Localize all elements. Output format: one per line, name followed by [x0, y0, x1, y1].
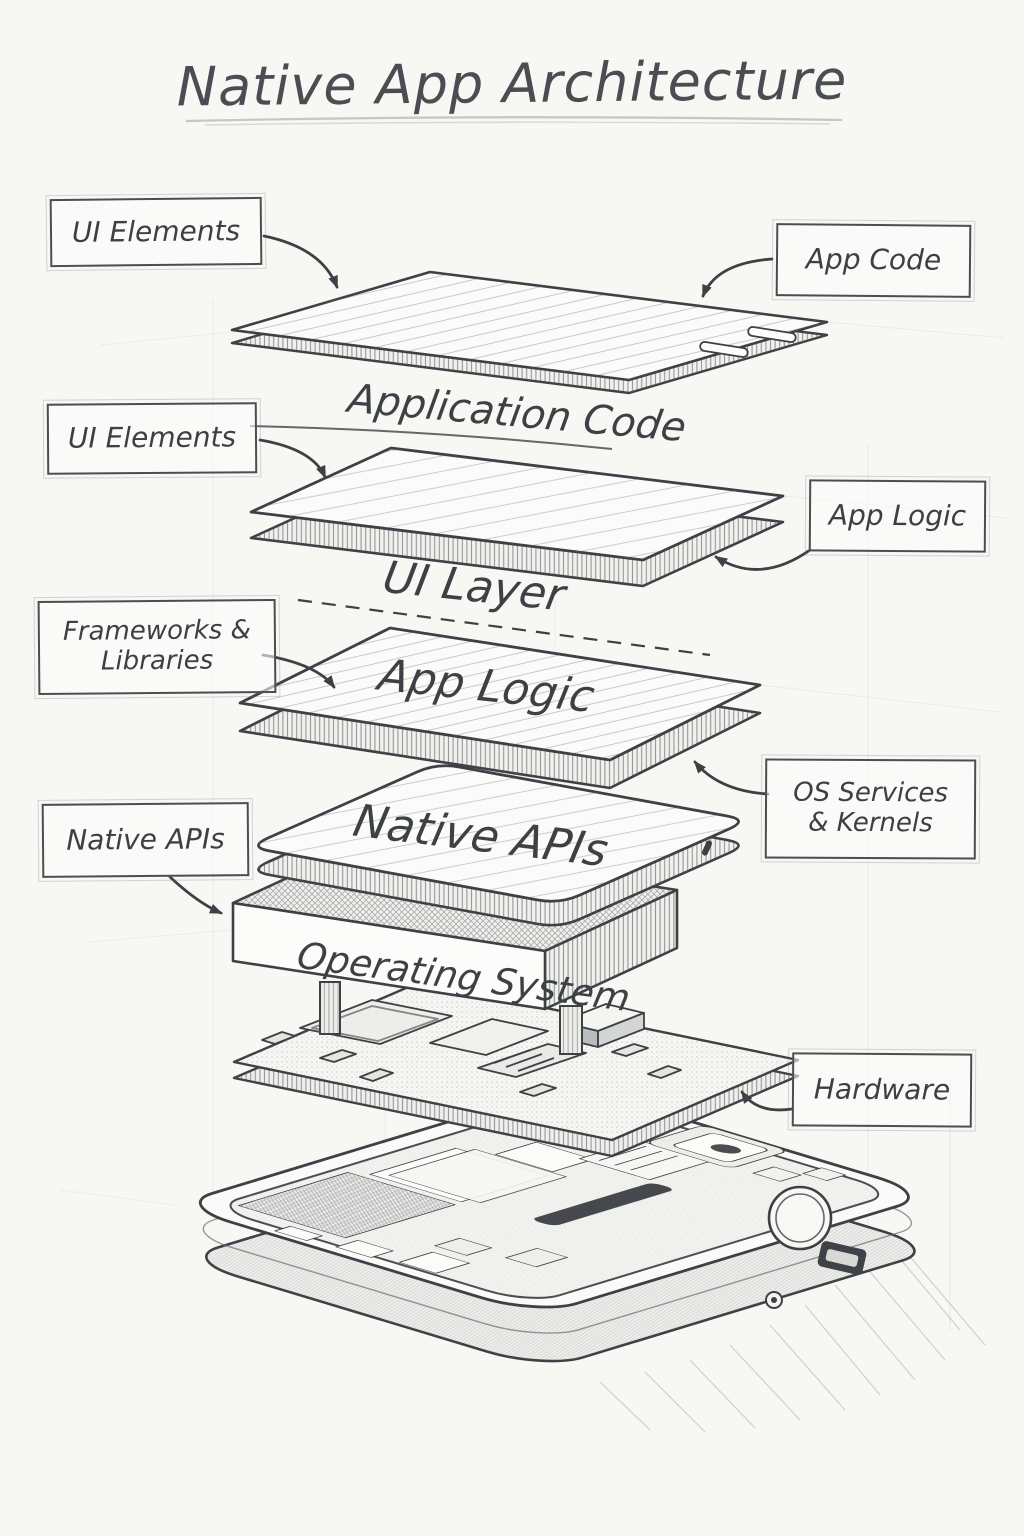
- layer-slab-application-code: [230, 270, 829, 450]
- callout-label: UI Elements: [71, 214, 241, 249]
- arrow-app-code: [701, 257, 774, 298]
- arrow-hardware: [740, 1090, 794, 1112]
- callout-label: Hardware: [813, 1072, 951, 1107]
- arrow-ui-elements-mid: [258, 438, 327, 479]
- callout-label: UI Elements: [67, 420, 237, 455]
- callout-label-line2: Libraries: [100, 645, 214, 677]
- callout-arrows: [168, 234, 812, 1112]
- callout-os-services-kernels: OS Services & Kernels: [764, 758, 977, 860]
- title-underline: [185, 116, 843, 126]
- callout-app-logic: App Logic: [808, 479, 987, 553]
- callout-label: App Logic: [828, 498, 967, 533]
- phone-body: [174, 1085, 986, 1433]
- callout-label-line1: OS Services: [793, 777, 949, 809]
- camera-ring: [767, 1185, 833, 1251]
- slab-slot-marks: [699, 326, 797, 358]
- arrow-ui-elements-top: [262, 234, 339, 289]
- arrow-app-logic-right: [714, 548, 812, 571]
- callout-native-apis: Native APIs: [41, 802, 250, 878]
- callout-label: Native APIs: [66, 822, 225, 857]
- headphone-jack: [765, 1291, 783, 1309]
- layer-slab-app-logic: [238, 626, 762, 790]
- dashed-separator: [297, 598, 711, 657]
- diagram-title: Native App Architecture: [176, 48, 848, 119]
- standoff-legs: [319, 981, 583, 1055]
- hardware-pcb: [232, 980, 800, 1158]
- usb-port: [817, 1241, 867, 1275]
- callout-label: App Code: [805, 242, 942, 277]
- slab-port-mark: [701, 840, 713, 856]
- callout-frameworks-libraries: Frameworks & Libraries: [37, 598, 277, 696]
- callout-label-line2: & Kernels: [808, 807, 933, 839]
- callout-label-line1: Frameworks &: [62, 615, 251, 647]
- caption-underline: [249, 425, 613, 450]
- arrow-native-apis: [168, 875, 223, 915]
- callout-hardware: Hardware: [791, 1052, 973, 1128]
- arrow-os-services: [693, 760, 770, 796]
- callout-ui-elements-mid: UI Elements: [46, 402, 258, 475]
- layer-slab-native-apis: [257, 764, 740, 927]
- callout-app-code: App Code: [775, 223, 972, 298]
- callout-ui-elements-top: UI Elements: [49, 196, 263, 268]
- layer-slab-ui-layer: [249, 446, 785, 588]
